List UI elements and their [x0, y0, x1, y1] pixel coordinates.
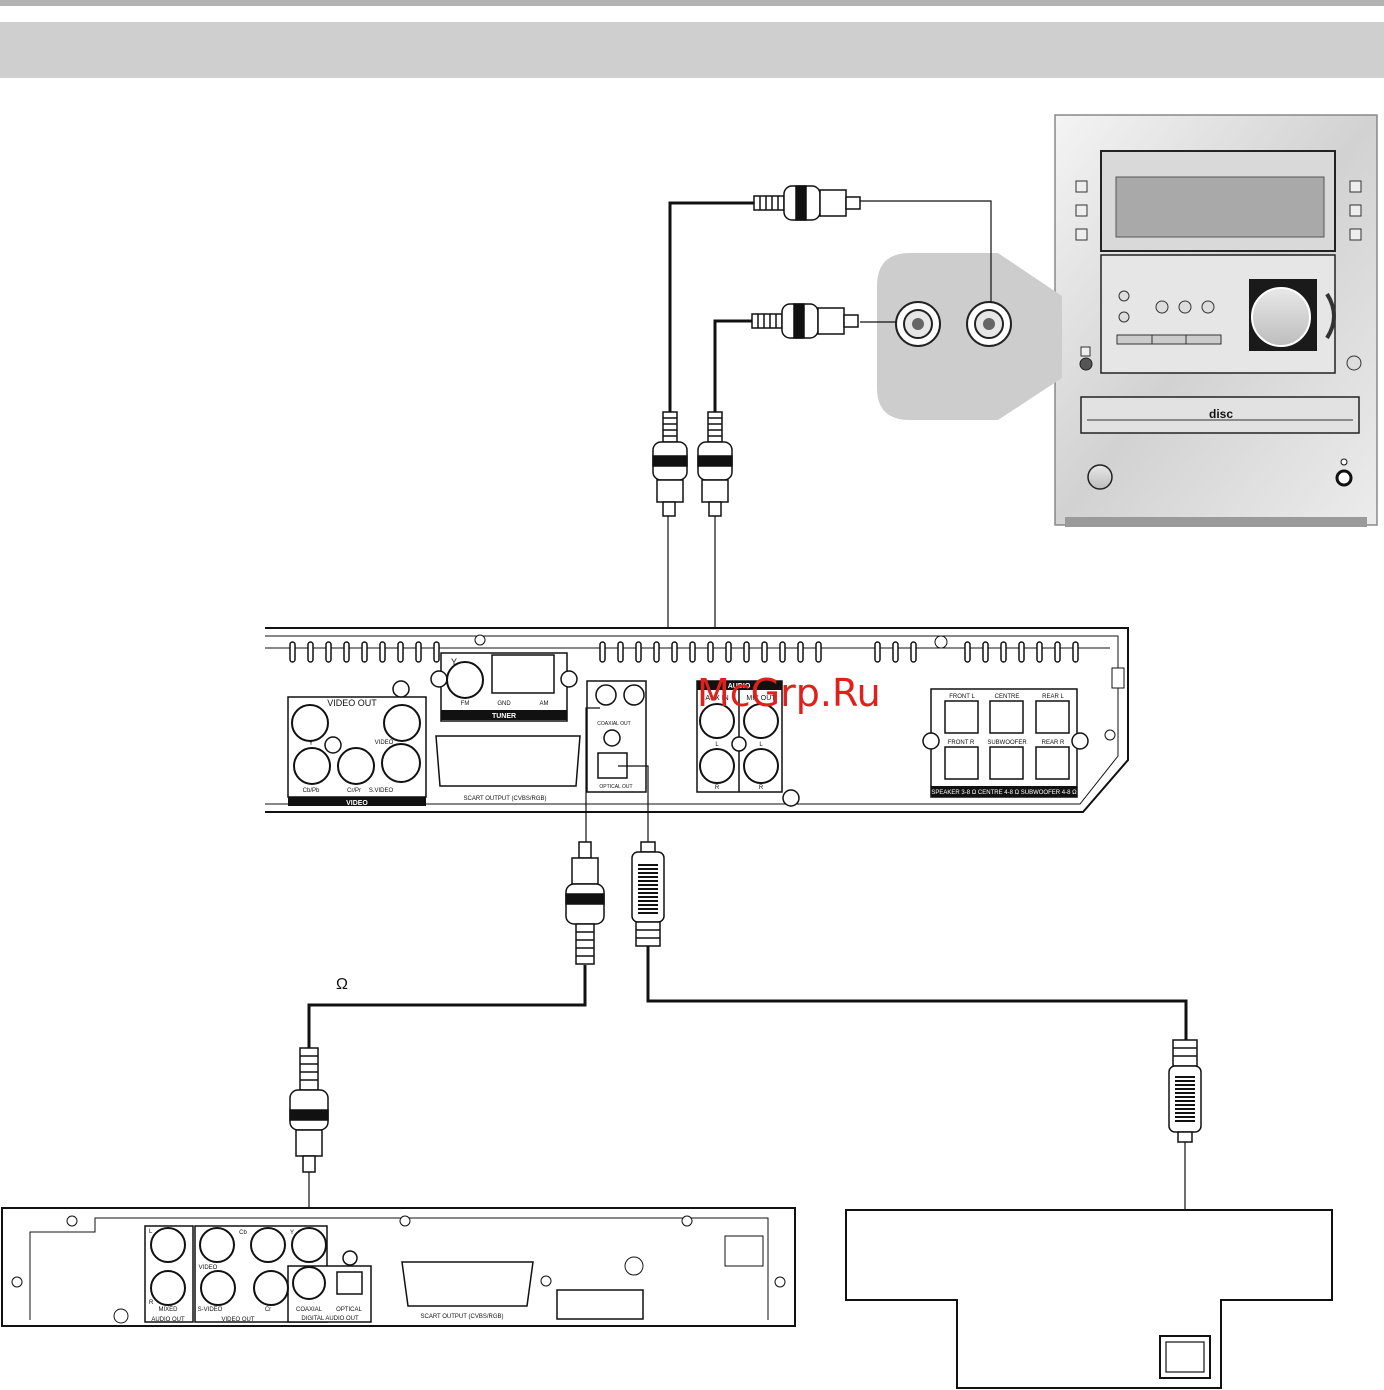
crpr-label: Cr/Pr	[347, 788, 361, 794]
vent-slot	[1054, 641, 1061, 663]
watermark: McGrp.Ru	[697, 671, 881, 715]
am-label: AM	[540, 701, 549, 707]
dvd-scart-label: SCART OUTPUT (CVBS/RGB)	[420, 1314, 503, 1320]
rear-l-label: REAR L	[1042, 694, 1064, 700]
vent-slot	[964, 641, 971, 663]
dvd-optical-label: OPTICAL	[336, 1307, 362, 1313]
vent-slot	[307, 641, 314, 663]
vent-slot	[379, 641, 386, 663]
vent-slot	[671, 641, 678, 663]
audio-label: AUDIO	[728, 683, 751, 690]
dvd-mixed-label: MIXED	[158, 1307, 178, 1313]
coaxial-out-label: COAXIAL OUT	[597, 721, 630, 727]
rca-plug-aux-right	[697, 411, 733, 517]
vent-slot	[653, 641, 660, 663]
vent-slot	[892, 641, 899, 663]
receiver-rear-panel: VIDEO VIDEO OUT Y VIDEO Cb/Pb Cr/Pr S.VI…	[265, 627, 1129, 813]
rca-plug-upper	[753, 185, 861, 221]
aux-r-label: R	[715, 785, 720, 791]
vent-slot	[707, 641, 714, 663]
stereo-system: disc	[1054, 114, 1378, 527]
svideo-label: S.VIDEO	[369, 788, 394, 794]
vent-slot	[635, 641, 642, 663]
optical-plug-upper	[631, 841, 665, 947]
tuner-label: TUNER	[492, 713, 516, 720]
vent-slot	[725, 641, 732, 663]
tv-outline	[845, 1209, 1333, 1389]
subwoofer-label: SUBWOOFER	[987, 740, 1027, 746]
antenna-icon: Y	[451, 657, 457, 667]
vent-slot	[982, 641, 989, 663]
dvd-cr-label: Cr	[265, 1307, 271, 1313]
vent-slot	[1072, 641, 1079, 663]
rca-plug-lower	[751, 303, 859, 339]
dvd-cb-label: Cb	[239, 1230, 247, 1236]
aux-in-label: AUX IN	[705, 695, 728, 702]
y-label: Y	[309, 741, 313, 747]
dvd-l-label: L	[149, 1229, 153, 1235]
vent-slot	[1018, 641, 1025, 663]
coaxial-plug-upper	[565, 841, 605, 965]
video-bar-label: VIDEO	[346, 800, 368, 807]
vent-slot	[779, 641, 786, 663]
vent-slot	[325, 641, 332, 663]
aux-l-label: L	[715, 742, 719, 748]
vent-slot	[433, 641, 440, 663]
video-label: VIDEO	[375, 740, 394, 746]
stereo-input-callout	[877, 253, 1062, 420]
vent-slot	[761, 641, 768, 663]
rear-r-label: REAR R	[1042, 740, 1065, 746]
vent-slot	[415, 641, 422, 663]
front-l-label: FRONT L	[949, 694, 975, 700]
dvd-video-out-label: VIDEO OUT	[221, 1317, 254, 1323]
dvd-video-label: VIDEO	[199, 1265, 218, 1271]
rca-plug-aux-left	[652, 411, 688, 517]
coaxial-plug-dvd	[289, 1047, 329, 1173]
mix-l-label: L	[759, 742, 763, 748]
top-rule	[0, 0, 1384, 6]
dvd-rear-panel: L R Cb Y VIDEO MIXED S-VIDEO Cr COAXIAL …	[1, 1207, 796, 1327]
vent-slot	[361, 641, 368, 663]
optical-plug-tv	[1168, 1039, 1202, 1143]
vent-slot	[743, 641, 750, 663]
dvd-coaxial-label: COAXIAL	[296, 1307, 323, 1313]
vent-slot	[397, 641, 404, 663]
dvd-y-label: Y	[290, 1230, 294, 1236]
gnd-label: GND	[497, 701, 511, 707]
vent-slot	[617, 641, 624, 663]
dvd-audio-out-label: AUDIO OUT	[151, 1317, 185, 1323]
front-r-label: FRONT R	[948, 740, 975, 746]
dvd-svideo-label: S-VIDEO	[198, 1307, 223, 1313]
vent-slot	[815, 641, 822, 663]
mix-r-label: R	[759, 785, 764, 791]
vent-slot	[874, 641, 881, 663]
video-out-label: VIDEO OUT	[327, 698, 377, 708]
vent-slot	[1036, 641, 1043, 663]
vent-slot	[289, 641, 296, 663]
vent-slot	[689, 641, 696, 663]
dvd-digital-audio-out-label: DIGITAL AUDIO OUT	[301, 1316, 359, 1322]
centre-label: CENTRE	[995, 694, 1020, 700]
cbpb-label: Cb/Pb	[303, 788, 320, 794]
fm-label: FM	[461, 701, 470, 707]
speaker-spec-label: SPEAKER 3-8 Ω CENTRE 4-8 Ω SUBWOOFER 4-8…	[931, 790, 1077, 796]
vent-slot	[797, 641, 804, 663]
omega-label: Ω	[336, 976, 348, 993]
vent-slot	[1000, 641, 1007, 663]
optical-out-label: OPTICAL OUT	[599, 784, 632, 790]
mix-out-label: MIX OUT	[746, 695, 776, 702]
vent-slot	[910, 641, 917, 663]
vent-slot	[343, 641, 350, 663]
vent-slot	[599, 641, 606, 663]
header-band	[0, 22, 1384, 78]
scart-label: SCART OUTPUT (CVBS/RGB)	[463, 796, 546, 802]
disc-logo: disc	[1209, 407, 1233, 421]
dvd-r-label: R	[149, 1300, 154, 1306]
